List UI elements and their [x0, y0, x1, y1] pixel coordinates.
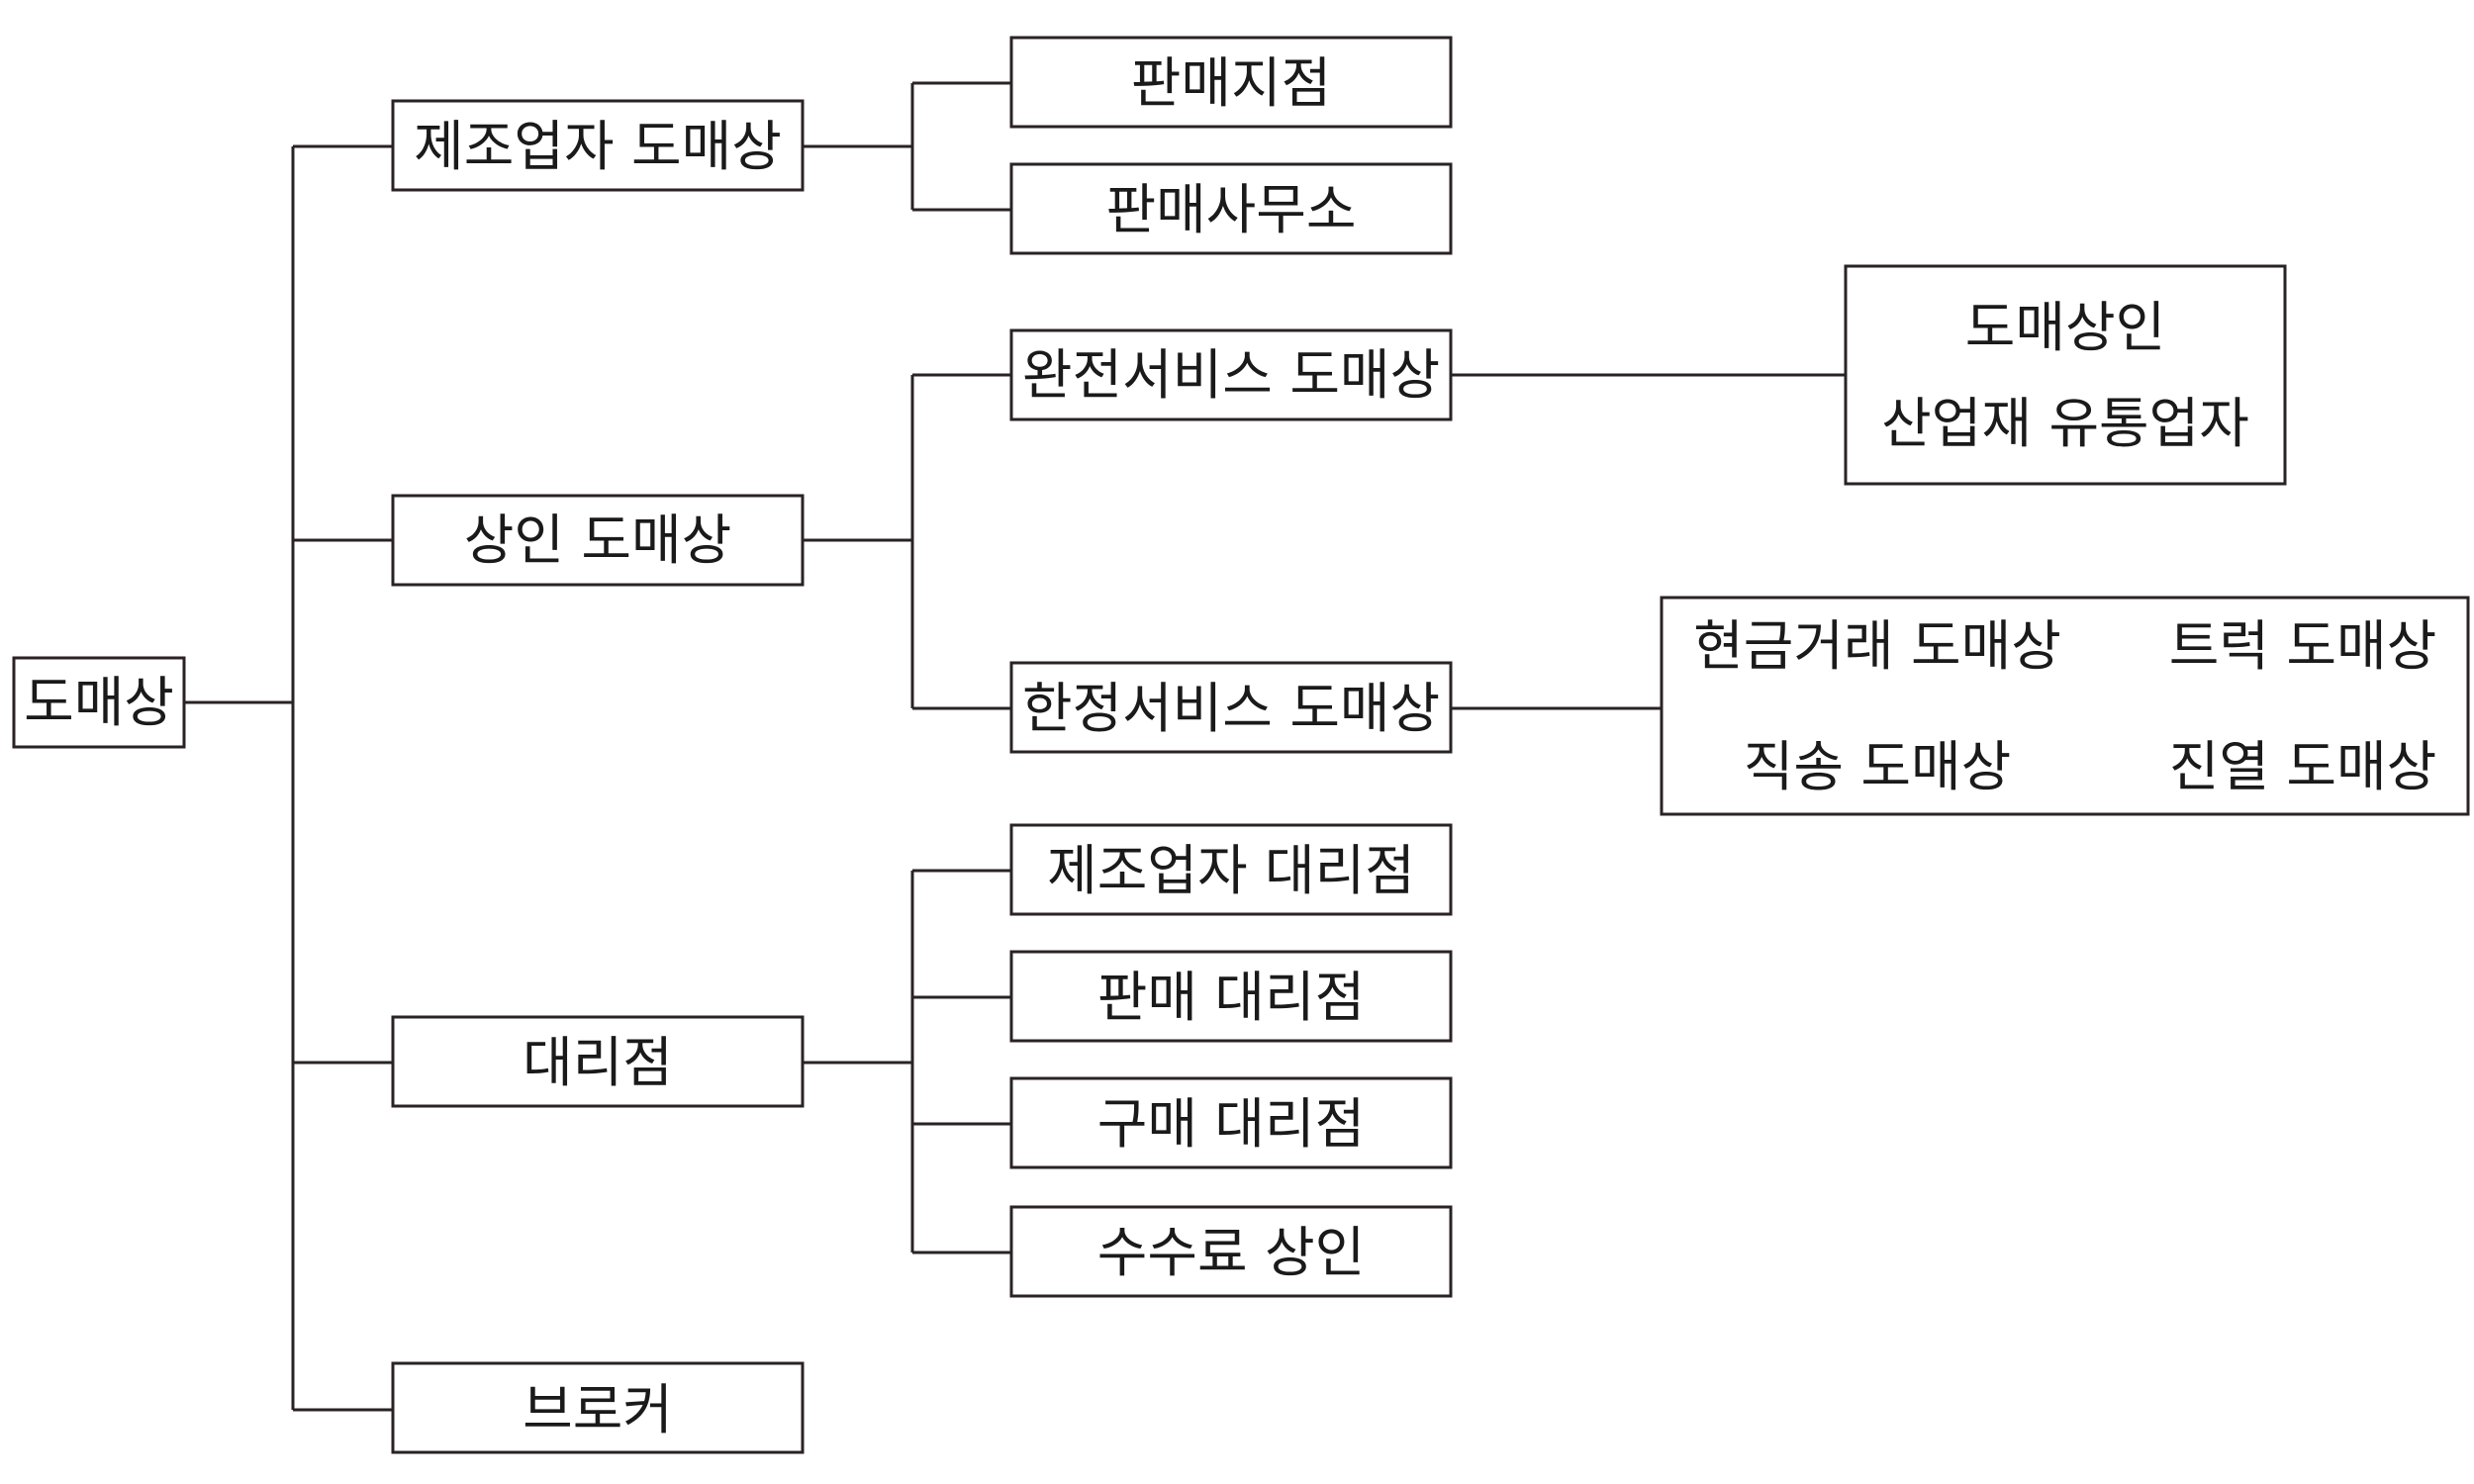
sales-office-label: 판매사무소 [1105, 178, 1356, 241]
cash-and-carry-wholesaler-label: 현금거래 도매상 [1693, 614, 2061, 678]
full-service-type-merchant-label: 도매상인 [1965, 296, 2165, 359]
root-node: 도매상 [12, 656, 186, 749]
sales-office-node: 판매사무소 [1009, 162, 1453, 255]
full-service-types-node: 도매상인 산업재 유통업자 [1844, 264, 2287, 486]
full-service-type-industrial-distributor-label: 산업재 유통업자 [1881, 392, 2249, 455]
sales-branch-node: 판매지점 [1009, 36, 1453, 129]
commission-merchant-node: 수수료 상인 [1009, 1205, 1453, 1298]
limited-service-wholesaler-label: 한정서비스 도매상 [1022, 677, 1440, 740]
full-service-wholesaler-node: 완전서비스 도매상 [1009, 328, 1453, 421]
manufacturer-agent-label: 제조업자 대리점 [1047, 839, 1415, 902]
purchasing-agent-label: 구매 대리점 [1097, 1092, 1365, 1156]
merchant-wholesaler-label: 상인 도매상 [464, 509, 731, 572]
agent-label: 대리점 [523, 1031, 673, 1094]
manufacturer-wholesaler-label: 제조업자 도매상 [414, 115, 782, 178]
connector-lines [184, 81, 1846, 1412]
manufacturer-agent-node: 제조업자 대리점 [1009, 823, 1453, 916]
purchasing-agent-node: 구매 대리점 [1009, 1076, 1453, 1169]
drop-shipper-label: 직송 도매상 [1744, 735, 2011, 798]
broker-node: 브로커 [391, 1361, 805, 1454]
sales-branch-label: 판매지점 [1131, 51, 1331, 115]
full-service-wholesaler-label: 완전서비스 도매상 [1022, 343, 1440, 407]
selling-agent-label: 판매 대리점 [1097, 966, 1365, 1029]
limited-service-types-node: 현금거래 도매상 트럭 도매상 직송 도매상 진열 도매상 [1660, 596, 2470, 816]
truck-wholesaler-label: 트럭 도매상 [2169, 614, 2436, 678]
root-label: 도매상 [24, 671, 174, 734]
selling-agent-node: 판매 대리점 [1009, 950, 1453, 1043]
commission-merchant-label: 수수료 상인 [1097, 1221, 1365, 1284]
merchant-wholesaler-node: 상인 도매상 [391, 494, 805, 587]
broker-label: 브로커 [523, 1378, 673, 1441]
limited-service-wholesaler-node: 한정서비스 도매상 [1009, 661, 1453, 754]
agent-node: 대리점 [391, 1015, 805, 1108]
manufacturer-wholesaler-node: 제조업자 도매상 [391, 99, 805, 192]
rack-jobber-label: 진열 도매상 [2169, 735, 2436, 798]
